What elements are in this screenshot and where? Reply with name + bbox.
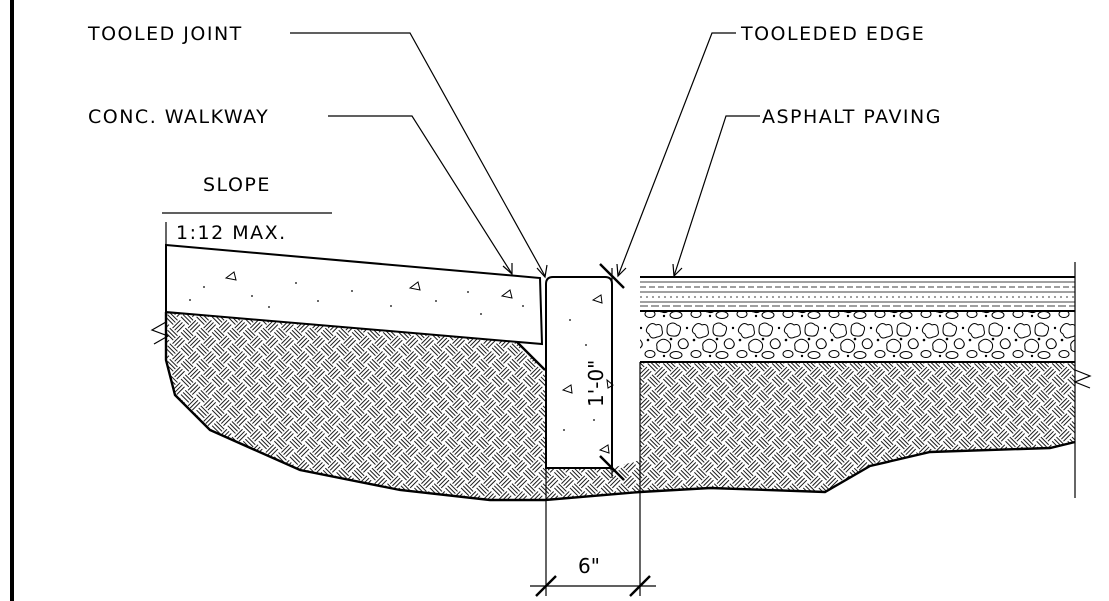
walkway-aggregate: [189, 271, 524, 315]
compacted-earth-hatch: [166, 312, 1075, 500]
label-conc-walkway: CONC. WALKWAY: [88, 106, 269, 128]
break-line-left: [150, 321, 170, 345]
excavation-line: [164, 312, 1076, 502]
leaders: [290, 32, 760, 279]
label-asphalt-paving: ASPHALT PAVING: [762, 106, 942, 128]
width-dimension: [530, 362, 656, 597]
gravel-base-course: [640, 311, 1075, 362]
asphalt-layer: [640, 277, 1075, 311]
label-slope: SLOPE: [203, 174, 271, 196]
break-line-right: [1073, 369, 1092, 389]
height-dimension: [599, 263, 625, 481]
label-slope-ratio: 1:12 MAX.: [176, 222, 287, 244]
label-tooled-edge: TOOLEDED EDGE: [740, 23, 925, 45]
asphalt-hatch: [640, 281, 1075, 307]
dimension-curb-width: 6": [578, 554, 600, 578]
dimension-curb-height: 1'-0": [584, 360, 608, 407]
label-tooled-joint: TOOLED JOINT: [87, 23, 243, 45]
curb-aggregate: [561, 294, 614, 454]
